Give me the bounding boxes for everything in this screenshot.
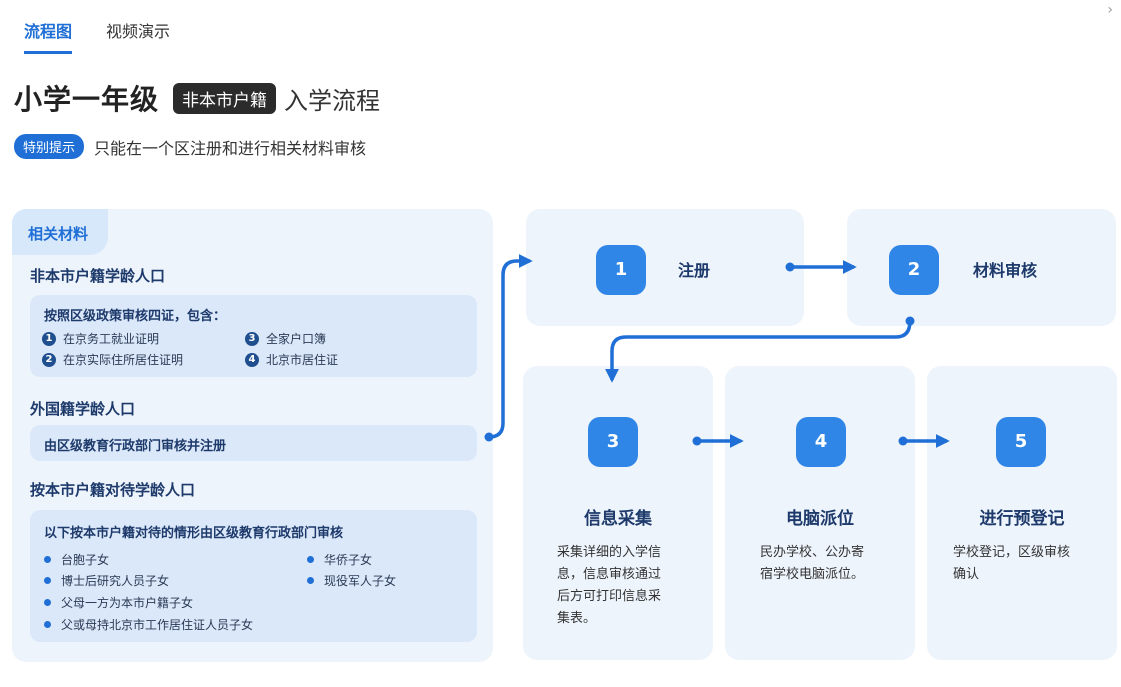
- desc-line: 确认: [953, 567, 980, 582]
- step-description: 采集详细的入学信 息，信息审核通过 后方可打印信息采 集表。: [557, 542, 661, 630]
- list-item-label: 华侨子女: [324, 553, 373, 567]
- list-item-label: 台胞子女: [61, 553, 110, 567]
- materials-panel-tab: 相关材料: [12, 209, 108, 255]
- step-card-info-collection: 3 信息采集 采集详细的入学信 息，信息审核通过 后方可打印信息采 集表。: [523, 366, 713, 660]
- title-rest: 入学流程: [284, 86, 381, 115]
- section-nonlocal-title: 非本市户籍学龄人口: [30, 267, 166, 285]
- list-item: 现役军人子女: [307, 572, 396, 589]
- step-description: 学校登记，区级审核 确认: [953, 542, 1070, 586]
- section-foreign-box: 由区级教育行政部门审核并注册: [30, 425, 477, 461]
- list-item: 父母一方为本市户籍子女: [44, 594, 193, 611]
- list-item-label: 在京实际住所居住证明: [63, 353, 184, 367]
- desc-line: 宿学校电脑派位。: [760, 567, 865, 582]
- number-badge: 3: [245, 331, 259, 346]
- materials-panel: 相关材料 非本市户籍学龄人口 按照区级政策审核四证，包含： 1 在京务工就业证明…: [12, 209, 493, 662]
- list-item-label: 北京市居住证: [266, 353, 339, 367]
- title-main: 小学一年级: [14, 83, 160, 116]
- list-item: 1 在京务工就业证明: [42, 330, 159, 347]
- list-item: 4 北京市居住证: [245, 351, 338, 368]
- step-description: 民办学校、公办寄 宿学校电脑派位。: [760, 542, 864, 586]
- list-item-label: 父或母持北京市工作居住证人员子女: [61, 618, 254, 632]
- tab-flowchart[interactable]: 流程图: [24, 18, 73, 54]
- bullet-icon: [44, 577, 51, 584]
- list-item-label: 全家户口簿: [266, 332, 327, 346]
- list-item: 博士后研究人员子女: [44, 572, 169, 589]
- section-local-equiv-title: 按本市户籍对待学龄人口: [30, 481, 196, 499]
- notice-text: 只能在一个区注册和进行相关材料审核: [94, 138, 367, 158]
- bullet-icon: [44, 556, 51, 563]
- desc-line: 学校登记，区级审核: [953, 545, 1071, 560]
- list-item-label: 现役军人子女: [324, 574, 397, 588]
- section-local-equiv-box: 以下按本市户籍对待的情形由区级教育行政部门审核 台胞子女 华侨子女 博士后研究人…: [30, 510, 477, 642]
- section-foreign-title: 外国籍学龄人口: [30, 400, 136, 418]
- tab-bar: 流程图 视频演示: [24, 18, 170, 54]
- step-card-computer-allocation: 4 电脑派位 民办学校、公办寄 宿学校电脑派位。: [725, 366, 915, 660]
- list-item: 父或母持北京市工作居住证人员子女: [44, 616, 253, 633]
- tab-video-demo[interactable]: 视频演示: [106, 22, 171, 41]
- section-foreign-box-text: 由区级教育行政部门审核并注册: [44, 439, 227, 454]
- step-number-badge: 3: [588, 417, 638, 467]
- list-item-label: 父母一方为本市户籍子女: [61, 596, 194, 610]
- step-title: 材料审核: [973, 261, 1038, 280]
- list-item-label: 在京务工就业证明: [63, 332, 160, 346]
- step-title: 电脑派位: [786, 509, 854, 529]
- list-item: 3 全家户口簿: [245, 330, 326, 347]
- step-card-material-review: 2 材料审核: [847, 209, 1116, 326]
- bullet-icon: [307, 556, 314, 563]
- bullet-icon: [307, 577, 314, 584]
- chevron-right-icon[interactable]: ›: [1107, 2, 1113, 18]
- bullet-icon: [44, 621, 51, 628]
- list-item: 台胞子女: [44, 551, 109, 568]
- number-badge: 4: [245, 352, 259, 367]
- step-number-badge: 2: [889, 245, 939, 295]
- list-item: 华侨子女: [307, 551, 372, 568]
- desc-line: 采集详细的入学信: [557, 545, 662, 560]
- number-badge: 2: [42, 352, 56, 367]
- step-number-badge: 5: [996, 417, 1046, 467]
- step-card-pre-registration: 5 进行预登记 学校登记，区级审核 确认: [927, 366, 1117, 660]
- desc-line: 民办学校、公办寄: [760, 545, 865, 560]
- notice: 特别提示 只能在一个区注册和进行相关材料审核: [14, 134, 366, 159]
- desc-line: 后方可打印信息采: [557, 589, 662, 604]
- section-nonlocal-box-head: 按照区级政策审核四证，包含：: [44, 309, 227, 324]
- list-item-label: 博士后研究人员子女: [61, 574, 170, 588]
- step-number-badge: 4: [796, 417, 846, 467]
- page-title: 小学一年级 非本市户籍 入学流程: [14, 78, 380, 118]
- step-title: 进行预登记: [979, 509, 1065, 529]
- step-card-register: 1 注册: [526, 209, 804, 326]
- bullet-icon: [44, 599, 51, 606]
- section-nonlocal-box: 按照区级政策审核四证，包含： 1 在京务工就业证明 3 全家户口簿 2 在京实际…: [30, 295, 477, 377]
- step-title: 信息采集: [584, 509, 652, 529]
- desc-line: 息，信息审核通过: [557, 567, 662, 582]
- section-local-equiv-box-head: 以下按本市户籍对待的情形由区级教育行政部门审核: [44, 526, 344, 541]
- step-title: 注册: [678, 261, 711, 280]
- list-item: 2 在京实际住所居住证明: [42, 351, 183, 368]
- title-tag: 非本市户籍: [173, 82, 277, 114]
- notice-badge: 特别提示: [14, 134, 85, 159]
- step-number-badge: 1: [596, 245, 646, 295]
- desc-line: 集表。: [557, 611, 597, 626]
- number-badge: 1: [42, 331, 56, 346]
